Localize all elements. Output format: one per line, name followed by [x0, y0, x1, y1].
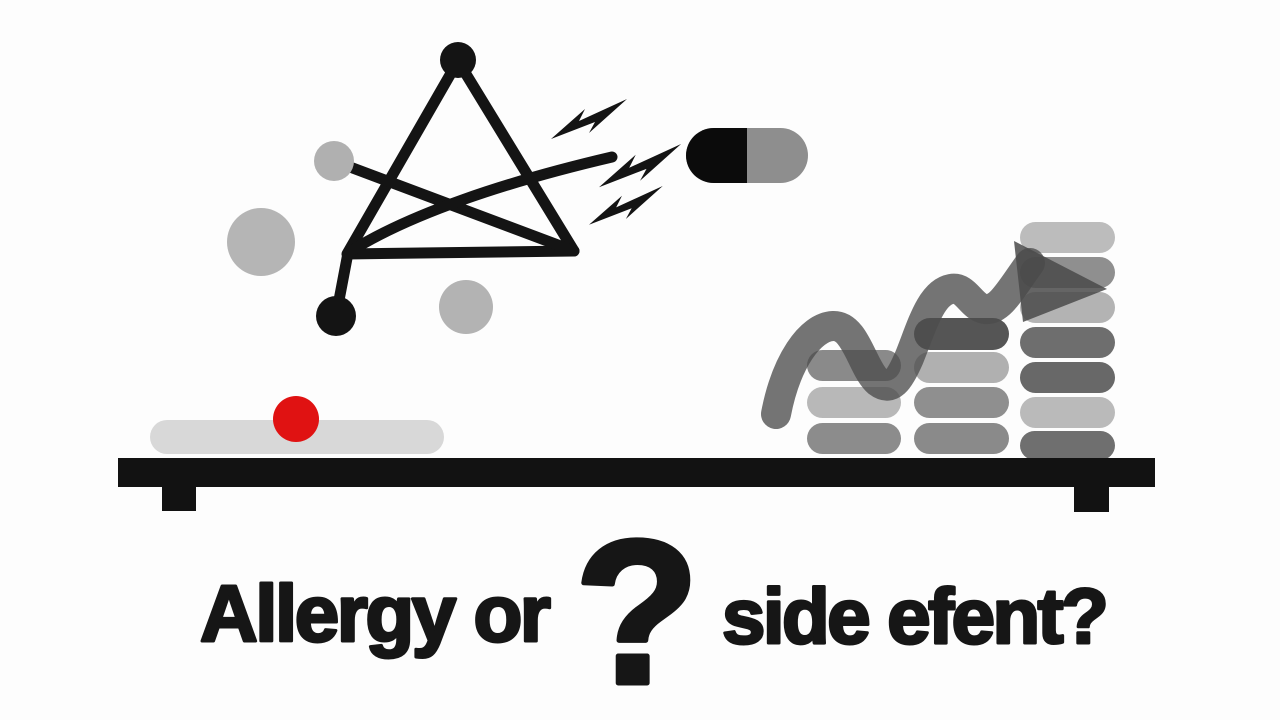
pill-bar — [1020, 222, 1115, 253]
shelf-bar — [118, 458, 1155, 487]
network-node-gray — [314, 141, 354, 181]
shelf-leg-left — [162, 487, 196, 511]
triangle-outline — [341, 55, 580, 260]
pill-tray-icon — [150, 396, 444, 454]
caption: Allergy or ? side efent? — [199, 496, 1111, 720]
shelf-beam-icon — [118, 458, 1155, 512]
lightning-bolt-arrowhead — [599, 144, 682, 188]
trend-arrow-body — [761, 248, 1045, 429]
caption-right-text: side efent? — [722, 572, 1106, 660]
caption-left-text: Allergy or — [200, 569, 550, 658]
pill-bar — [1020, 362, 1115, 393]
caption-question-mark: ? — [574, 498, 699, 720]
lightning-bolt-bottom — [589, 186, 663, 225]
red-dot — [273, 396, 319, 442]
shelf-leg-right — [1074, 487, 1109, 512]
pill-bar — [1020, 397, 1115, 428]
network-node-top — [440, 42, 476, 78]
pill-bar — [1020, 327, 1115, 358]
pill-bar — [914, 423, 1009, 454]
pill-capsule-icon — [686, 128, 808, 183]
gray-bubble-large — [227, 208, 295, 276]
network-node-bottom — [316, 296, 356, 336]
gray-bubble-small — [439, 280, 493, 334]
pill-bar-chart-icon — [807, 222, 1115, 460]
wavy-trend-arrow-icon — [761, 241, 1107, 429]
lightning-bolt-top — [551, 99, 627, 139]
pill-bar — [914, 387, 1009, 418]
pill-bar — [1020, 431, 1115, 460]
triangle-network-icon — [227, 42, 618, 336]
capsule-left-half — [686, 128, 747, 183]
trend-arrow-head — [1014, 241, 1107, 322]
pill-bar — [807, 423, 901, 454]
curved-arrow-to-capsule — [345, 151, 618, 257]
pill-bar — [914, 352, 1009, 383]
